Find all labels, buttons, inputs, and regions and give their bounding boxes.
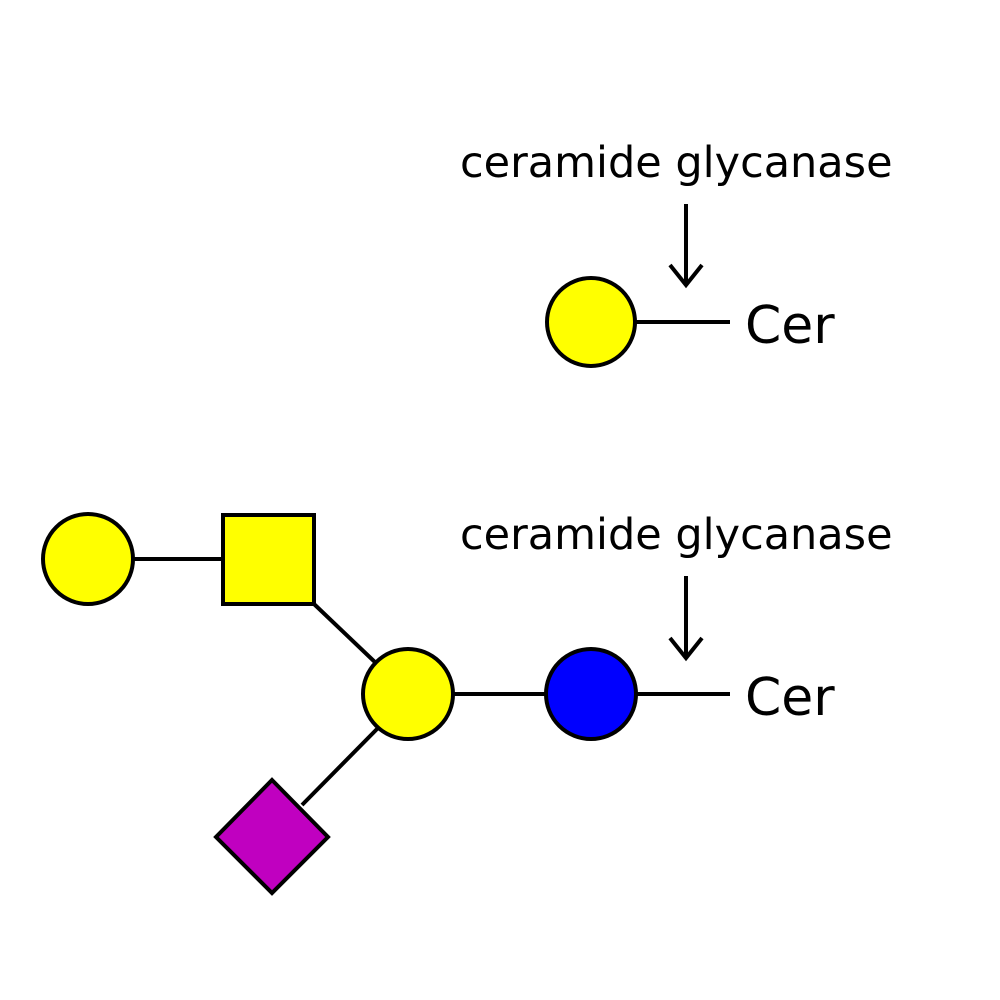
bond-galnac-gal: [312, 602, 380, 667]
top-cleavage-arrow: [668, 204, 704, 289]
terminal-galactose-circle: [41, 512, 135, 606]
bottom-cleavage-arrow: [668, 576, 704, 662]
bottom-enzyme-label: ceramide glycanase: [460, 510, 893, 560]
top-structure: ceramide glycanase Cer: [460, 138, 893, 368]
top-ceramide-label: Cer: [745, 296, 835, 356]
bottom-ceramide-label: Cer: [745, 668, 835, 728]
branch-galactose-circle: [361, 647, 455, 741]
glucose-circle: [544, 647, 638, 741]
top-enzyme-label: ceramide glycanase: [460, 138, 893, 188]
bottom-structure: ceramide glycanase Cer: [41, 510, 893, 896]
top-galactose-circle: [545, 276, 637, 368]
sialic-acid-diamond: [213, 777, 331, 896]
galnac-square: [221, 513, 316, 606]
bond-gal-sialic: [300, 726, 380, 807]
